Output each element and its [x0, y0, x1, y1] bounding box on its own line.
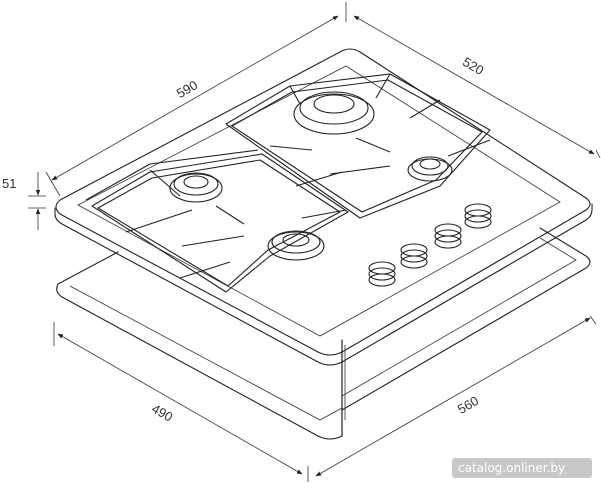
burner-rear-large — [293, 91, 375, 135]
hob-cutout-box — [56, 227, 591, 440]
control-knob-1 — [368, 261, 396, 287]
dimension-cutout-depth: 490 — [53, 322, 309, 482]
burner-rear-small — [407, 156, 453, 182]
control-knob-3 — [434, 223, 462, 249]
dimension-label-560: 560 — [455, 393, 481, 417]
watermark-text: catalog.onliner.by — [458, 461, 565, 475]
dimension-label-51: 51 — [2, 176, 16, 191]
dimension-thickness: 51 — [2, 172, 46, 230]
burner-front-left — [169, 172, 223, 203]
burner-front-right — [267, 230, 325, 261]
dimension-label-520: 520 — [460, 54, 486, 78]
dimension-width-top: 590 — [45, 2, 347, 197]
dimension-label-490: 490 — [149, 401, 175, 425]
watermark: catalog.onliner.by — [452, 458, 592, 478]
control-knob-4 — [464, 203, 492, 229]
dimension-cutout-width: 560 — [315, 315, 597, 477]
control-knob-2 — [400, 243, 428, 269]
